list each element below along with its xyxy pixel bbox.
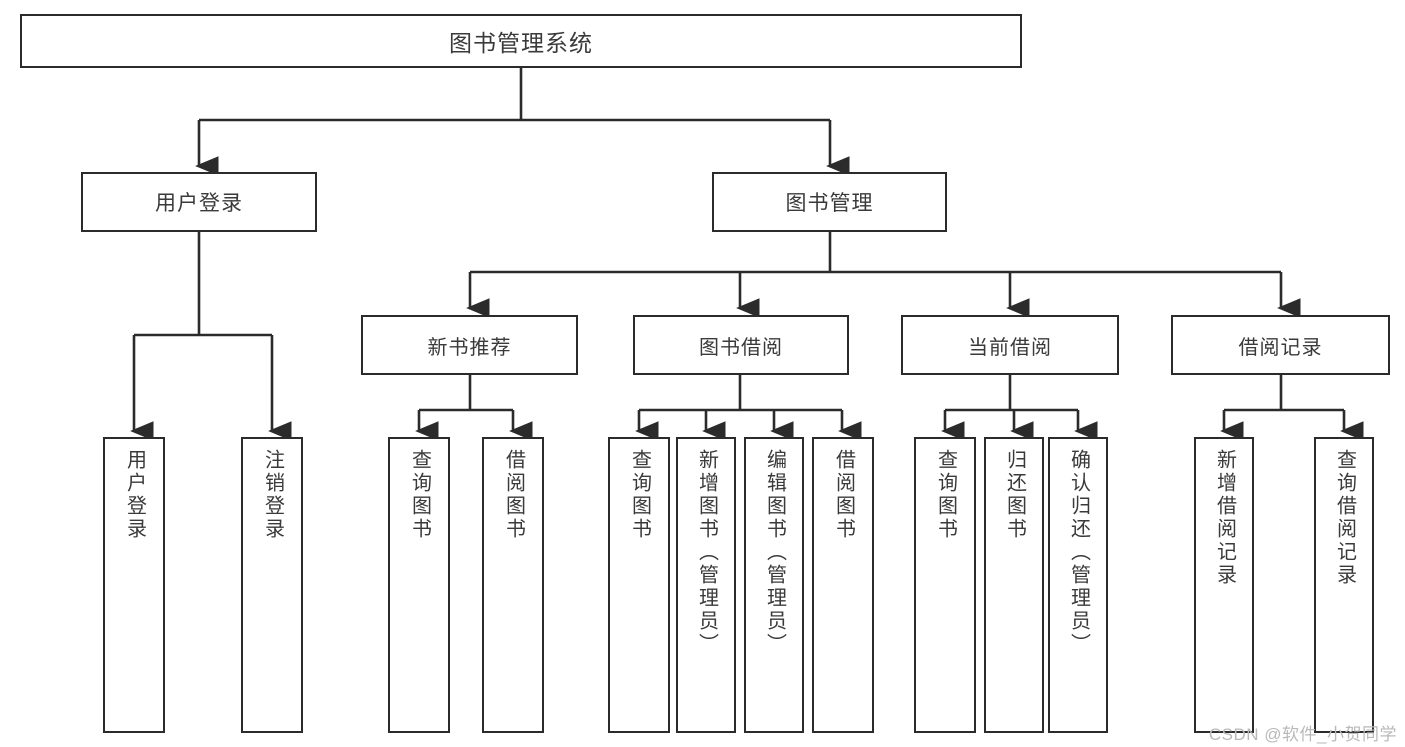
node-label: 查询图书 [408,449,431,541]
node-book-management[interactable]: 图书管理 [712,172,947,232]
node-label: 编辑图书（管理员） [763,449,786,656]
leaf-return-book[interactable]: 归还图书 [984,437,1044,733]
csdn-watermark: CSDN @软件_小贺同学 [1208,725,1397,744]
node-label: 图书管理系统 [449,30,593,56]
node-book-borrow[interactable]: 图书借阅 [633,315,849,375]
node-label: 借阅图书 [832,449,855,541]
node-label: 新增借阅记录 [1213,449,1236,587]
node-label: 图书管理 [785,192,874,215]
leaf-confirm-return-admin[interactable]: 确认归还（管理员） [1048,437,1108,733]
leaf-add-book-admin[interactable]: 新增图书（管理员） [676,437,736,733]
leaf-query-book-current[interactable]: 查询图书 [914,437,976,733]
node-root-system[interactable]: 图书管理系统 [20,14,1022,68]
node-borrow-record[interactable]: 借阅记录 [1171,315,1390,375]
leaf-query-book-borrow[interactable]: 查询图书 [608,437,670,733]
node-label: 查询图书 [934,449,957,541]
node-label: 查询图书 [628,449,651,541]
leaf-logout[interactable]: 注销登录 [241,437,303,733]
node-label: 确认归还（管理员） [1067,449,1090,656]
leaf-edit-book-admin[interactable]: 编辑图书（管理员） [744,437,804,733]
node-user-login[interactable]: 用户登录 [81,172,317,232]
node-label: 借阅记录 [1238,336,1323,359]
leaf-add-borrow-record[interactable]: 新增借阅记录 [1194,437,1254,733]
leaf-query-borrow-record[interactable]: 查询借阅记录 [1314,437,1374,733]
node-label: 归还图书 [1003,449,1026,541]
node-label: 用户登录 [123,449,146,541]
node-label: 借阅图书 [502,449,525,541]
node-label: 新书推荐 [427,336,512,359]
node-label: 用户登录 [155,192,243,215]
node-current-borrow[interactable]: 当前借阅 [901,315,1119,375]
leaf-borrow-book[interactable]: 借阅图书 [812,437,874,733]
leaf-user-login[interactable]: 用户登录 [103,437,165,733]
leaf-query-book-recommend[interactable]: 查询图书 [388,437,450,733]
node-label: 当前借阅 [968,336,1052,359]
node-label: 注销登录 [261,449,284,541]
node-label: 查询借阅记录 [1333,449,1356,587]
node-label: 新增图书（管理员） [695,449,718,656]
node-new-book-recommend[interactable]: 新书推荐 [361,315,578,375]
leaf-borrow-book-recommend[interactable]: 借阅图书 [482,437,544,733]
node-label: 图书借阅 [699,336,783,359]
